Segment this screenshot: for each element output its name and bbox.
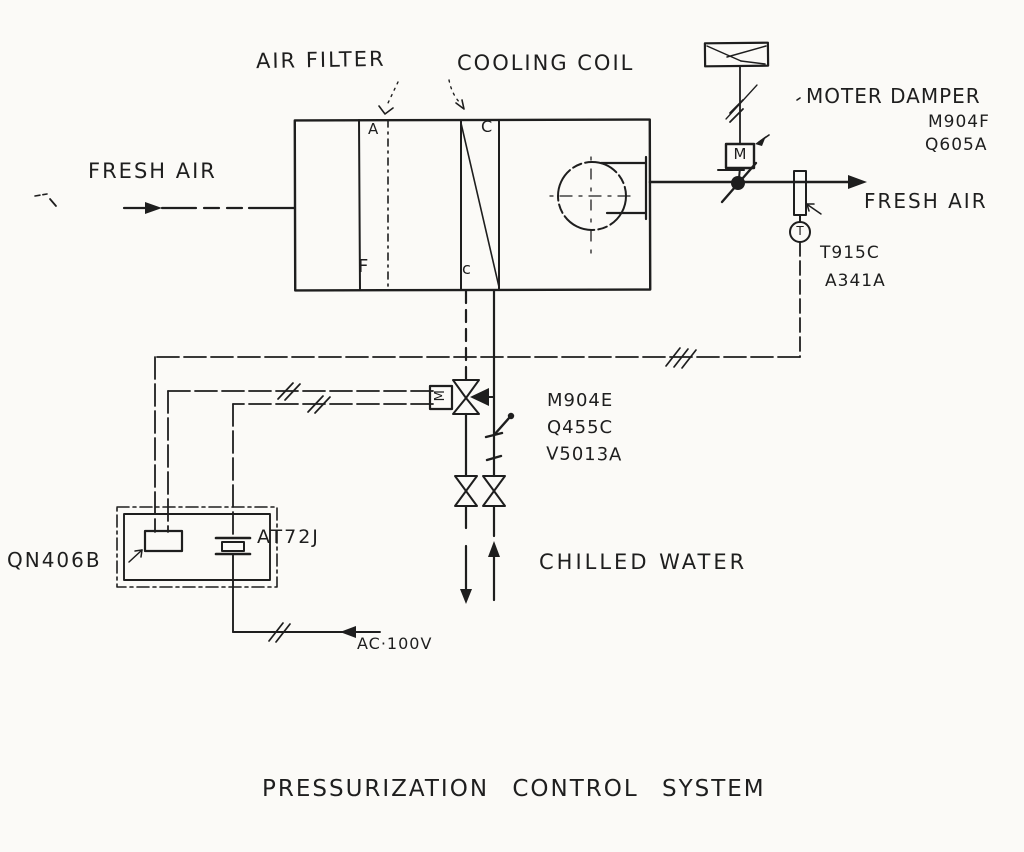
fresh-air-inlet-arrow	[34, 193, 297, 214]
motor-damper-icon	[720, 161, 758, 204]
valve-tag2: Q455C	[547, 417, 614, 438]
damper-control-panel-icon	[703, 41, 770, 145]
valve-tag3: V5013A	[545, 443, 623, 466]
manual-valve-icon	[484, 412, 515, 462]
damper-motor-letter: M	[733, 145, 747, 163]
temp-sensor-tag2: A341A	[825, 271, 886, 291]
fresh-air-outlet-label: FRESH AIR	[864, 189, 988, 213]
chilled-water-label: CHILLED WATER	[539, 550, 748, 574]
filter-bottom-mark: F	[358, 256, 369, 277]
temp-sensor-icon	[789, 170, 822, 243]
controller-box	[116, 506, 278, 588]
temp-sensor-tag1: T915C	[820, 243, 880, 263]
coil-bottom-mark: c	[462, 259, 471, 278]
fan-icon	[549, 156, 635, 262]
diagram-title: PRESSURIZATION CONTROL SYSTEM	[262, 776, 766, 802]
fresh-air-inlet-label: FRESH AIR	[88, 159, 217, 183]
chilled-water-pipes	[460, 289, 500, 604]
temp-sensor-letter: T	[796, 224, 804, 238]
controller-tag-label: QN406B	[7, 548, 102, 572]
filter-top-mark: A	[368, 120, 379, 138]
fresh-air-outlet-arrow	[648, 175, 867, 189]
cooling-coil-section	[460, 119, 500, 291]
power-supply-line	[232, 553, 381, 643]
ahu-casing	[293, 118, 652, 292]
transformer-icon	[214, 536, 252, 556]
three-way-valve-icon	[452, 379, 489, 415]
valve-actuator-letter: M	[433, 390, 449, 402]
cooling-coil-leader-arrow	[448, 79, 465, 110]
fan-outlet-duct	[599, 155, 648, 221]
control-wiring	[154, 241, 801, 538]
motor-damper-tag1: M904F	[928, 112, 990, 132]
valve-tag1: M904E	[547, 390, 614, 411]
motor-damper-label: MOTER DAMPER	[806, 84, 981, 108]
motor-damper-leader-arrow	[755, 97, 801, 146]
coil-top-mark: C	[481, 117, 493, 136]
cooling-coil-label: COOLING COIL	[457, 51, 635, 75]
air-filter-leader-arrow	[378, 81, 399, 115]
power-supply-label: AC·100V	[357, 634, 433, 653]
valve-actuator-box	[428, 384, 454, 411]
air-filter-section	[358, 119, 389, 291]
gate-valve-icons	[454, 475, 506, 507]
transformer-tag-label: AT72J	[257, 526, 320, 548]
motor-damper-tag2: Q605A	[925, 135, 988, 155]
air-filter-label: AIR FILTER	[255, 46, 386, 74]
